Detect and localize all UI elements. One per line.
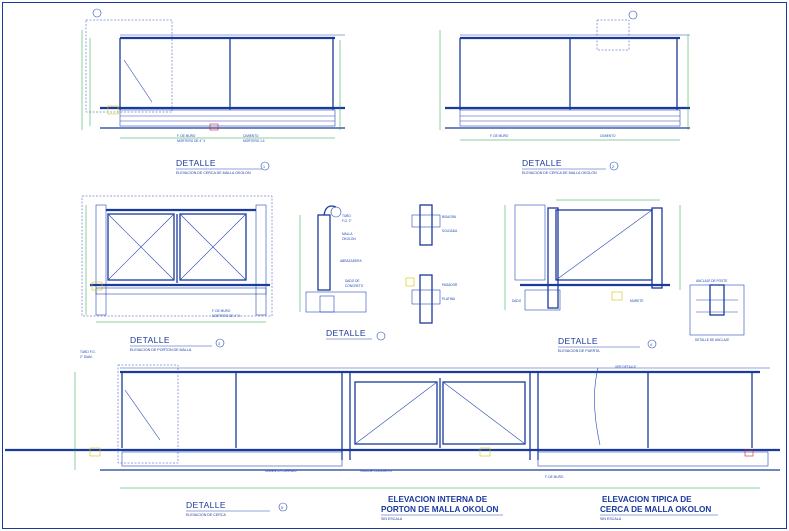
detail-4-title: DETALLE (558, 336, 598, 346)
svg-text:SOLDADA: SOLDADA (442, 229, 458, 233)
svg-text:OKOLON: OKOLON (342, 237, 356, 241)
svg-text:VER DETALLE: VER DETALLE (615, 365, 636, 369)
svg-text:F.G. 2": F.G. 2" (342, 219, 352, 223)
detail-3-title: DETALLE (130, 335, 170, 345)
detail-3-gate-elevation: F. DE MURO MORTERO DE 4" X DETALLE ELEVA… (81, 195, 273, 352)
detail-2-title: DETALLE (522, 158, 562, 168)
svg-text:MURETE: MURETE (630, 299, 643, 303)
svg-text:VIGA DE CONCRETO: VIGA DE CONCRETO (360, 469, 392, 473)
detail-5-title: DETALLE (186, 500, 226, 510)
svg-text:CIMIENTO CORRIDO: CIMIENTO CORRIDO (265, 469, 297, 473)
fence-elevation-title-line2: CERCA DE MALLA OKOLON (600, 505, 711, 514)
svg-text:ELEVACION DE CERCA DE MALLA OK: ELEVACION DE CERCA DE MALLA OKOLON (176, 171, 251, 175)
svg-text:CONCRETO: CONCRETO (345, 284, 364, 288)
svg-text:BISAGRA: BISAGRA (442, 215, 457, 219)
detail-post-section: TUBO F.G. 2" MALLA OKOLON ABRAZADERA DAD… (299, 205, 386, 341)
gate-elevation-title-line1: ELEVACION INTERNA DE (388, 495, 488, 504)
detail-1-fence-elevation: F. DE MURO MORTERO DE 4" X CIMIENTO MORT… (81, 8, 345, 175)
detail-post-title: DETALLE (326, 328, 366, 338)
bottom-elevation: TUBO F.G. 2" DIAM. VER DETALLE CIMIENTO … (5, 350, 780, 517)
detail-3-number: 3 (218, 342, 220, 346)
svg-text:ABRAZADERA: ABRAZADERA (340, 259, 362, 263)
svg-text:DADO DE: DADO DE (345, 279, 360, 283)
svg-text:CIMIENTO: CIMIENTO (243, 134, 259, 138)
svg-text:DADO: DADO (512, 299, 522, 303)
svg-text:ANCLAJE DE POSTE: ANCLAJE DE POSTE (696, 279, 727, 283)
detail-2-number: 2 (612, 165, 614, 169)
svg-text:MORTERO 1:4: MORTERO 1:4 (243, 139, 265, 143)
svg-text:F. DE MURO: F. DE MURO (177, 134, 196, 138)
svg-text:2" DIAM.: 2" DIAM. (80, 355, 93, 359)
svg-text:TUBO: TUBO (342, 214, 351, 218)
fence-elevation-title-line1: ELEVACION TIPICA DE (602, 495, 692, 504)
svg-text:CIMIENTO: CIMIENTO (600, 134, 616, 138)
detail-2-fence-elevation: F. DE MURO CIMIENTO DETALLE ELEVACION DE… (439, 10, 690, 175)
svg-text:SIN ESCALA: SIN ESCALA (600, 517, 622, 521)
detail-1-number: 1 (263, 165, 265, 169)
svg-text:PASADOR: PASADOR (442, 283, 458, 287)
svg-text:MORTERO DE 4" X: MORTERO DE 4" X (212, 314, 241, 318)
svg-text:DETALLE DE ANCLAJE: DETALLE DE ANCLAJE (695, 338, 729, 342)
detail-1-title: DETALLE (176, 158, 216, 168)
svg-text:F. DE MURO: F. DE MURO (490, 134, 509, 138)
svg-text:F. DE MURO: F. DE MURO (545, 475, 564, 479)
detail-4-mesh-panel: DADO MURETE DETALLE ELEVACION DE PUERTA … (504, 199, 681, 353)
gate-elevation-title-line2: PORTON DE MALLA OKOLON (381, 505, 498, 514)
svg-text:ELEVACION DE CERCA DE MALLA OK: ELEVACION DE CERCA DE MALLA OKOLON (522, 171, 597, 175)
detail-hinge: BISAGRA SOLDADA PASADOR PLATINA (405, 204, 458, 324)
svg-text:ELEVACION DE PUERTA: ELEVACION DE PUERTA (558, 349, 600, 353)
detail-4-number: 4 (650, 343, 652, 347)
svg-text:ELEVACION DE PORTON DE MALLA: ELEVACION DE PORTON DE MALLA (130, 348, 192, 352)
svg-text:MORTERO DE 4" X: MORTERO DE 4" X (177, 139, 206, 143)
svg-text:F. DE MURO: F. DE MURO (212, 309, 231, 313)
detail-anchor: ANCLAJE DE POSTE DETALLE DE ANCLAJE (689, 279, 745, 342)
svg-text:ELEVACION DE CERCA: ELEVACION DE CERCA (186, 513, 226, 517)
svg-text:MALLA: MALLA (342, 232, 353, 236)
svg-text:TUBO F.G.: TUBO F.G. (80, 350, 96, 354)
detail-5-number: 5 (281, 506, 283, 510)
svg-text:PLATINA: PLATINA (442, 297, 456, 301)
svg-text:SIN ESCALA: SIN ESCALA (381, 517, 403, 521)
